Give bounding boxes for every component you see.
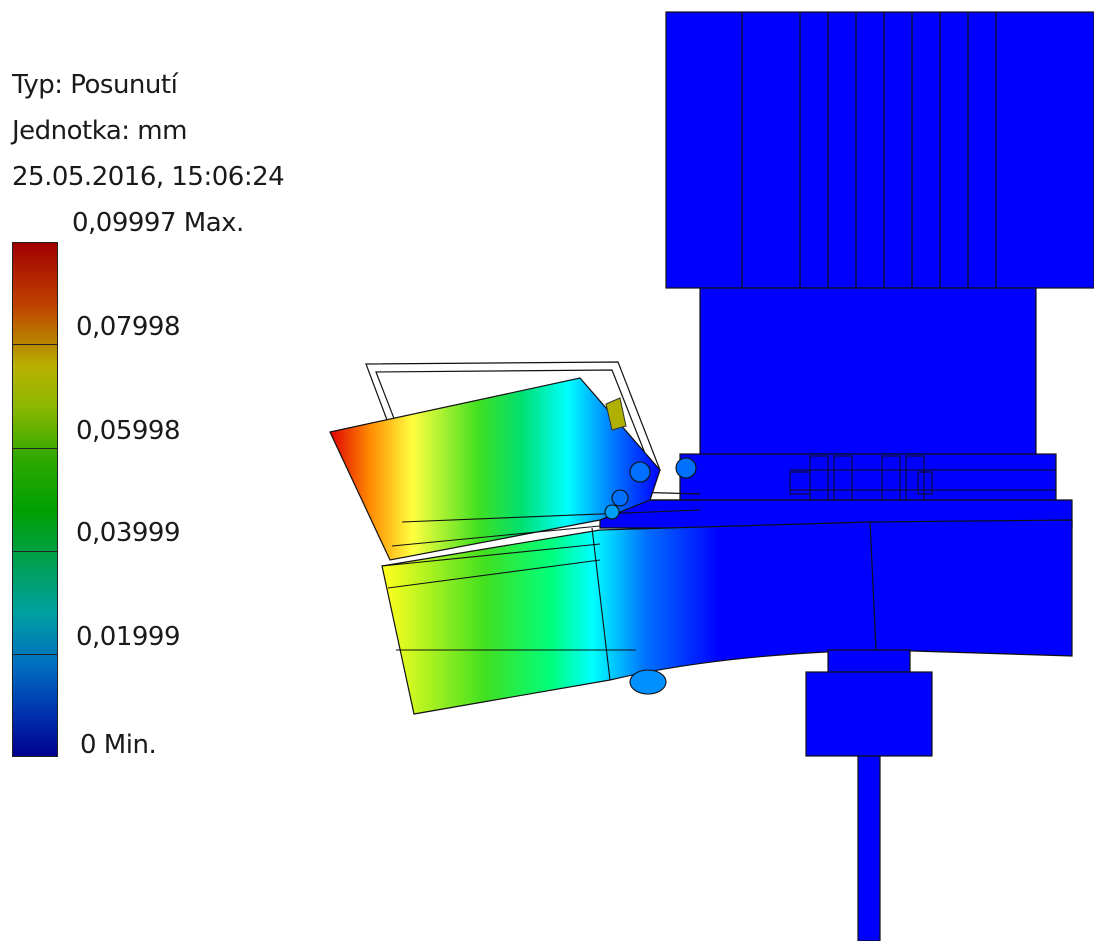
result-timestamp: 25.05.2016, 15:06:24: [12, 162, 285, 192]
legend-label-0-07998: 0,07998: [76, 312, 181, 342]
result-type-label: Typ: Posunutí: [12, 70, 178, 100]
legend-label-0-01999: 0,01999: [76, 622, 181, 652]
lower-block: [805, 671, 933, 757]
motor-housing: [665, 11, 1094, 289]
result-unit-label: Jednotka: mm: [12, 116, 187, 146]
legend-label-0-05998: 0,05998: [76, 416, 181, 446]
lower-beam: [381, 519, 1073, 715]
lower-hub: [827, 649, 911, 673]
legend-min-label: 0 Min.: [80, 730, 157, 760]
legend-color-bar: [12, 242, 58, 757]
column: [699, 287, 1037, 455]
flange: [679, 453, 1057, 501]
legend-label-0-03999: 0,03999: [76, 518, 181, 548]
shaft: [857, 755, 881, 941]
legend-max-label: 0,09997 Max.: [72, 208, 244, 238]
motor-fins: [741, 12, 997, 288]
